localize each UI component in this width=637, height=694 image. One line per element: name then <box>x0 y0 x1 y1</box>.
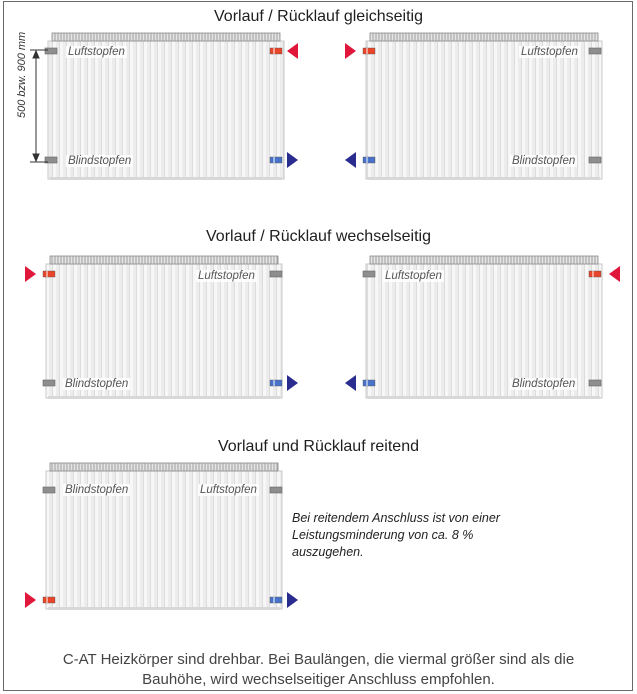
pipe-fitting <box>362 47 376 55</box>
pipe-fitting <box>269 596 283 604</box>
pipe-fitting <box>588 270 602 278</box>
radiator-base <box>368 396 600 399</box>
radiator-top-grill <box>49 255 279 265</box>
blind-plug <box>269 486 283 494</box>
arrow-right-icon <box>25 592 36 608</box>
pipe-fitting <box>362 379 376 387</box>
radiator-panel <box>45 263 283 399</box>
arrow-right-icon <box>287 375 298 391</box>
diagram-frame <box>3 1 633 691</box>
blind-plug-label: Blindstopfen <box>63 484 131 496</box>
radiator-base <box>50 177 282 180</box>
arrow-right-icon <box>345 43 356 59</box>
blind-plug <box>44 156 58 164</box>
arrow-right-icon <box>287 152 298 168</box>
arrow-right-icon <box>25 266 36 282</box>
air-plug-label: Luftstopfen <box>196 270 257 282</box>
air-plug-label: Luftstopfen <box>198 484 259 496</box>
pipe-fitting <box>269 156 283 164</box>
arrow-left-icon <box>287 43 298 59</box>
arrow-left-icon <box>345 375 356 391</box>
title-alternate: Vorlauf / Rücklauf wechselseitig <box>206 228 431 245</box>
air-plug-label: Luftstopfen <box>383 270 444 282</box>
blind-plug <box>269 270 283 278</box>
radiator-top-grill <box>49 462 279 472</box>
radiator-base <box>48 396 280 399</box>
arrow-left-icon <box>609 266 620 282</box>
pipe-fitting <box>42 270 56 278</box>
air-plug-label: Luftstopfen <box>66 46 127 58</box>
radiator-base <box>48 607 280 610</box>
dimension-line <box>30 49 48 163</box>
height-dimension-label: 500 bzw. 900 mm <box>16 31 28 118</box>
blind-plug <box>588 156 602 164</box>
blind-plug <box>588 379 602 387</box>
pipe-fitting <box>269 379 283 387</box>
blind-plug <box>362 270 376 278</box>
radiator-top-grill <box>369 255 599 265</box>
radiator-top-grill <box>369 32 599 42</box>
blind-plug <box>42 486 56 494</box>
radiator-top-grill <box>51 32 281 42</box>
air-plug-label: Luftstopfen <box>519 46 580 58</box>
blind-plug-label: Blindstopfen <box>510 155 578 167</box>
pipe-fitting <box>42 596 56 604</box>
footer-text: C-AT Heizkörper sind drehbar. Bei Baulän… <box>62 651 575 688</box>
blind-plug <box>588 47 602 55</box>
blind-plug-label: Blindstopfen <box>510 378 578 390</box>
title-riding: Vorlauf und Rücklauf reitend <box>217 438 419 455</box>
arrow-right-icon <box>287 592 298 608</box>
radiator-base <box>368 177 600 180</box>
arrow-left-icon <box>345 152 356 168</box>
blind-plug-label: Blindstopfen <box>66 155 134 167</box>
title-same-side: Vorlauf / Rücklauf gleichseitig <box>214 8 423 25</box>
blind-plug <box>42 379 56 387</box>
riding-connection-note: Bei reitendem Anschluss ist von einer Le… <box>292 511 500 559</box>
blind-plug-label: Blindstopfen <box>63 378 131 390</box>
pipe-fitting <box>362 156 376 164</box>
blind-plug <box>44 47 58 55</box>
pipe-fitting <box>269 47 283 55</box>
